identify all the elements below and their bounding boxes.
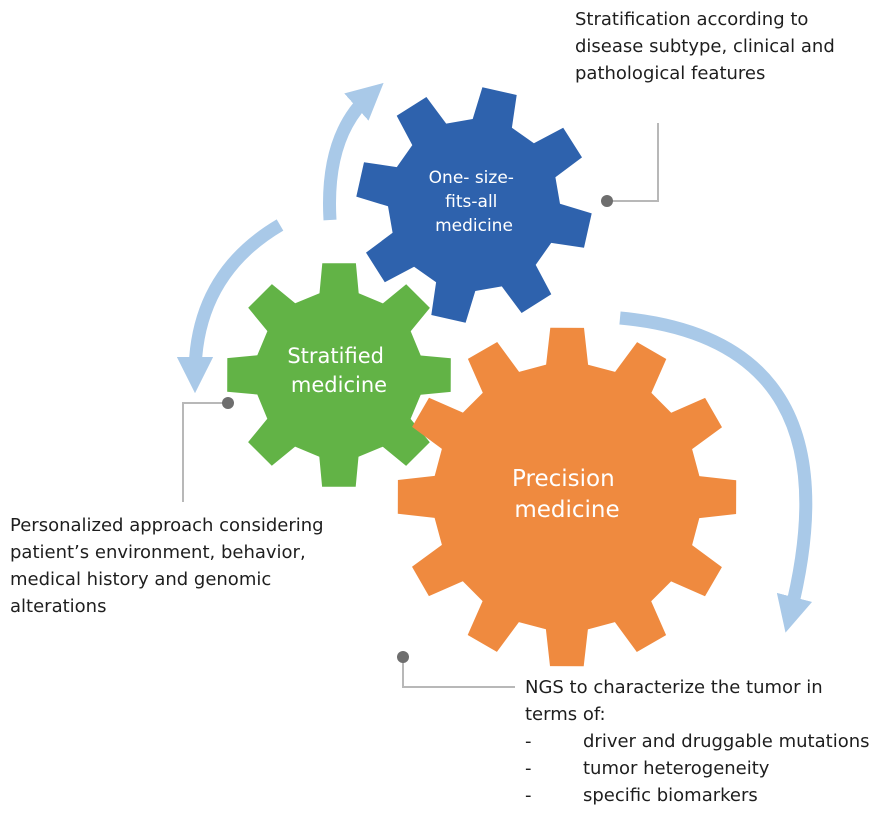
gear-stratified-medicine (227, 263, 451, 487)
gear-one-size-fits-all (356, 87, 592, 323)
connector-dot-personalized (222, 397, 234, 409)
gear-precision-medicine (397, 327, 737, 667)
ngs-bullet-item: - specific biomarkers (525, 782, 870, 809)
annotation-line: medical history and genomic (10, 569, 272, 590)
annotation-line: disease subtype, clinical and (575, 36, 835, 57)
annotation-ngs: NGS to characterize the tumor in terms o… (525, 674, 870, 809)
cycle-arrow-up-to-one-size (323, 82, 384, 221)
bullet-text: tumor heterogeneity (583, 758, 770, 779)
annotation-line: pathological features (575, 63, 766, 84)
annotation-stratification: Stratification according to disease subt… (575, 6, 835, 87)
ngs-bullet-item: - tumor heterogeneity (525, 755, 870, 782)
connector-dot-stratification (601, 195, 613, 207)
connector-stratification (608, 123, 659, 202)
annotation-line: alterations (10, 596, 107, 617)
bullet-text: specific biomarkers (583, 785, 758, 806)
bullet-dash: - (525, 758, 532, 779)
connector-personalized (182, 402, 228, 502)
annotation-line: NGS to characterize the tumor in (525, 677, 823, 698)
bullet-text: driver and druggable mutations (583, 731, 870, 752)
ngs-bullet-item: - driver and druggable mutations (525, 728, 870, 755)
cycle-arrow-down-to-stratified (176, 219, 284, 394)
bullet-dash: - (525, 785, 532, 806)
connector-ngs (402, 658, 515, 688)
one-size-label: One- size- fits-all medicine (429, 168, 520, 236)
annotation-line: terms of: (525, 704, 606, 725)
stratified-label: Stratified medicine (287, 344, 390, 397)
ngs-bullet-list: - driver and druggable mutations - tumor… (525, 728, 870, 809)
annotation-line: Stratification according to (575, 9, 809, 30)
annotation-line: Personalized approach considering (10, 515, 324, 536)
bullet-dash: - (525, 731, 532, 752)
connector-dot-ngs (397, 651, 409, 663)
annotation-line: patient’s environment, behavior, (10, 542, 306, 563)
precision-label: Precision medicine (512, 466, 622, 523)
annotation-personalized: Personalized approach considering patien… (10, 512, 324, 620)
cycle-arrow-around-precision (619, 311, 813, 633)
